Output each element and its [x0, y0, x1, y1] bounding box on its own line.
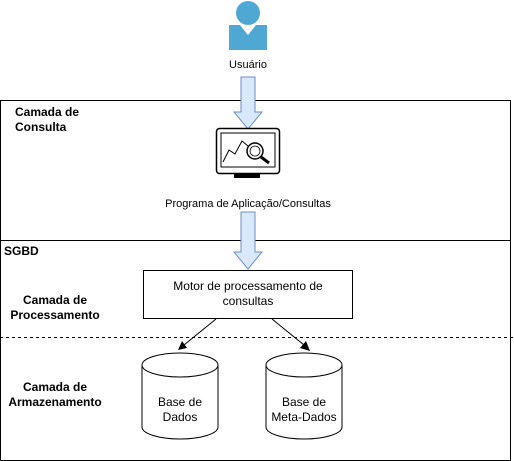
engine-to-db-connector	[178, 318, 217, 350]
armazenamento-layer-label: Camada de Armazenamento	[8, 380, 102, 409]
consulta-layer-label: Camada de Consulta	[15, 105, 80, 134]
metadata-label: Base de Meta-Dados	[271, 395, 337, 424]
sgbd-label: SGBD	[4, 244, 39, 258]
user-icon	[229, 1, 267, 50]
database-label: Base de Dados	[157, 395, 203, 424]
metadata-cylinder	[265, 352, 343, 440]
app-to-engine-arrow	[232, 211, 264, 270]
query-engine-label: Motor de processamento de consultas	[173, 279, 323, 308]
user-to-app-arrow	[232, 76, 264, 130]
user-label: Usuário	[229, 59, 267, 71]
query-engine-box	[143, 270, 353, 319]
processamento-layer-label: Camada de Processamento	[10, 293, 100, 322]
app-label: Programa de Aplicação/Consultas	[165, 198, 331, 210]
monitor-analytics-icon	[215, 127, 281, 178]
database-cylinder	[141, 352, 219, 440]
engine-to-metadata-connector	[271, 318, 310, 351]
